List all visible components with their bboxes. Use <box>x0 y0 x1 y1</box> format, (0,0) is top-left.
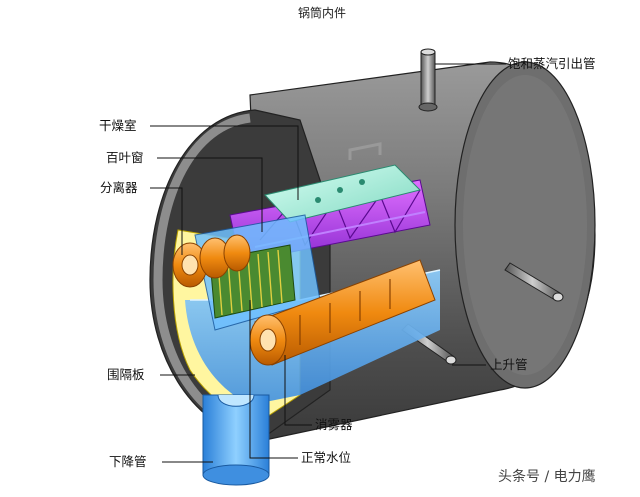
steam-outlet-pipe <box>418 48 438 112</box>
label-drying-chamber: 干燥室 <box>99 118 137 133</box>
label-mist-eliminator: 消雾器 <box>315 417 353 432</box>
cyclone-separators-right <box>249 259 436 366</box>
drying-chamber-plate <box>264 142 421 223</box>
cyclone-separators-left <box>172 234 251 288</box>
label-saturated-steam-outlet: 饱和蒸汽引出管 <box>508 56 596 71</box>
label-riser: 上升管 <box>490 357 528 372</box>
label-normal-water-level: 正常水位 <box>301 450 352 465</box>
label-downcomer: 下降管 <box>109 454 147 469</box>
diagram-title: 锅筒内件 <box>298 6 347 20</box>
watermark: 头条号 / 电力鹰 <box>498 469 596 485</box>
drum-end-cap <box>454 61 596 389</box>
leader-lines <box>150 63 506 463</box>
downcomer-pipe <box>202 394 270 486</box>
label-baffle-plate: 围隔板 <box>107 367 145 382</box>
label-separator: 分离器 <box>100 180 138 195</box>
label-louver: 百叶窗 <box>106 150 144 165</box>
